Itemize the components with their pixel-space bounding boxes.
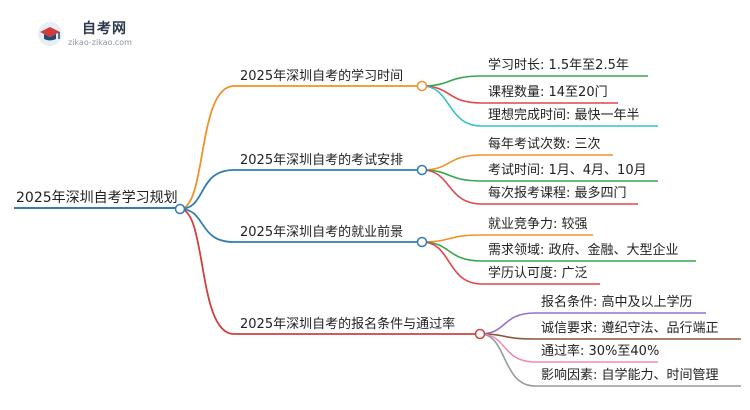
branch-connector-0 <box>179 85 235 210</box>
leaf-label-demand-fields: 需求领域: 政府、金融、大型企业 <box>488 243 679 258</box>
leaf-connector-2-0 <box>421 234 483 243</box>
leaf-connector-2-1 <box>421 241 483 262</box>
leaf-label-max-courses: 每次报考课程: 最多四门 <box>488 186 627 201</box>
branch-label-exam-schedule: 2025年深圳自考的考试安排 <box>240 153 404 168</box>
leaf-connector-1-2 <box>421 169 483 205</box>
leaf-label-exam-months: 考试时间: 1月、4月、10月 <box>488 163 647 178</box>
branch-node-circle-3 <box>474 328 486 340</box>
leaf-connector-0-0 <box>421 75 483 87</box>
root-node-circle <box>174 203 186 215</box>
root-node-label: 2025年深圳自考学习规划 <box>16 190 178 206</box>
branch-connector-2 <box>179 208 235 243</box>
leaf-label-enrollment-requirement: 报名条件: 高中及以上学历 <box>541 295 693 310</box>
leaf-connector-3-0 <box>479 312 536 335</box>
leaf-label-competitiveness: 就业竞争力: 较强 <box>488 217 588 232</box>
leaf-connector-3-3 <box>479 333 536 387</box>
leaf-label-integrity-requirement: 诚信要求: 遵纪守法、品行端正 <box>541 321 719 336</box>
leaf-label-course-count: 课程数量: 14至20门 <box>488 85 608 100</box>
site-logo[interactable]: 自考网 zikao-zikao.com <box>36 16 146 52</box>
logo-url: zikao-zikao.com <box>68 38 132 47</box>
leaf-label-study-duration: 学习时长: 1.5年至2.5年 <box>488 58 629 73</box>
leaf-label-recognition: 学历认可度: 广泛 <box>488 266 588 281</box>
graduation-cap-logo-icon <box>38 22 62 46</box>
leaf-connector-1-0 <box>421 154 483 171</box>
branch-connector-3 <box>179 208 235 335</box>
branch-node-circle-1 <box>416 164 428 176</box>
leaf-connector-2-2 <box>421 241 483 285</box>
logo-title: 自考网 <box>82 21 127 37</box>
branch-connector-1 <box>179 169 235 210</box>
branch-label-career-prospects: 2025年深圳自考的就业前景 <box>240 225 404 240</box>
branch-node-circle-2 <box>416 236 428 248</box>
branch-label-study-time: 2025年深圳自考的学习时间 <box>240 69 404 84</box>
branch-label-enrollment-pass-rate: 2025年深圳自考的报名条件与通过率 <box>240 317 456 332</box>
branch-node-circle-0 <box>416 80 428 92</box>
leaf-connector-0-1 <box>421 85 483 104</box>
leaf-label-pass-rate: 通过率: 30%至40% <box>541 344 660 359</box>
leaf-label-influencing-factors: 影响因素: 自学能力、时间管理 <box>541 368 719 383</box>
leaf-label-exams-per-year: 每年考试次数: 三次 <box>488 137 601 152</box>
leaf-label-ideal-completion: 理想完成时间: 最快一年半 <box>488 108 640 123</box>
leaf-connector-0-2 <box>421 85 483 127</box>
